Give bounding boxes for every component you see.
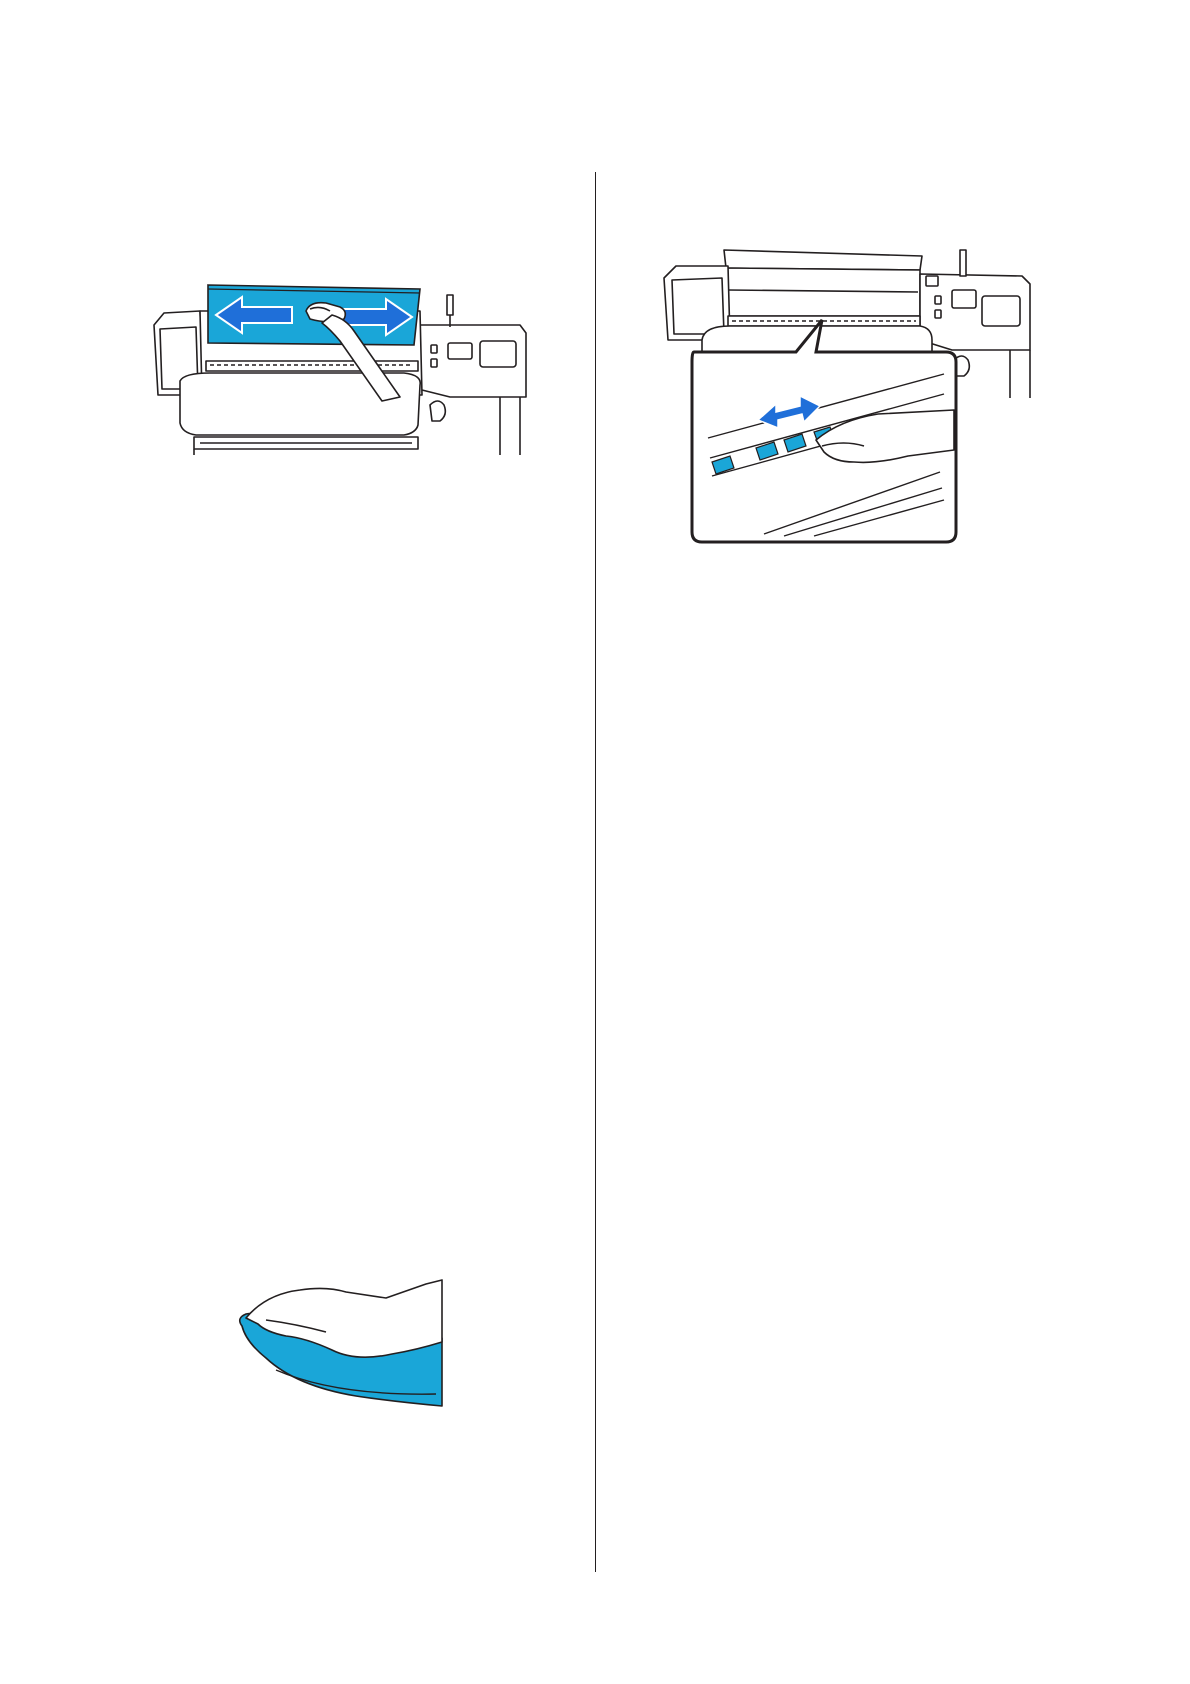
printer-platen-zoom-illustration (664, 250, 1074, 545)
printer-icon (150, 285, 570, 455)
column-divider (595, 172, 596, 1572)
cloth-icon (236, 1278, 446, 1408)
printer-icon (664, 250, 1074, 545)
printer-wipe-illustration (150, 285, 570, 455)
hand-cloth-illustration (236, 1278, 446, 1408)
